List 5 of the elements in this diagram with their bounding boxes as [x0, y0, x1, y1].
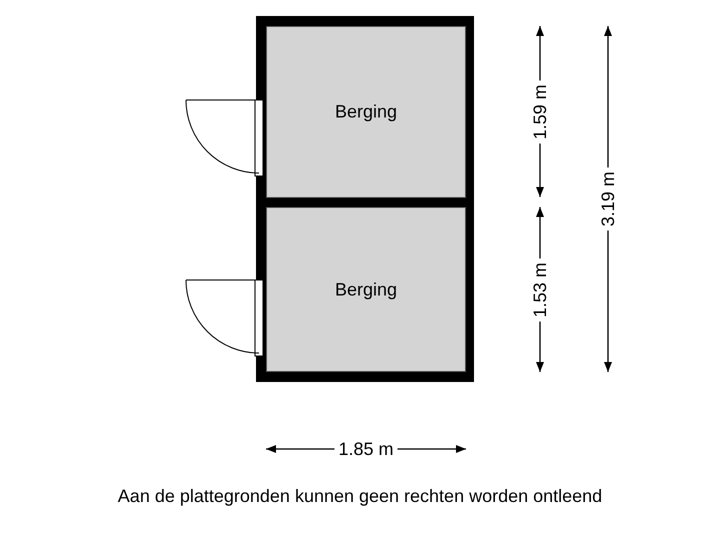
room-label: Berging	[334, 279, 398, 300]
caption: Aan de plattegronden kunnen geen rechten worden ontleend	[116, 486, 604, 507]
room-area	[266, 207, 466, 372]
room-label: Berging	[334, 102, 398, 122]
room-area	[266, 26, 466, 198]
